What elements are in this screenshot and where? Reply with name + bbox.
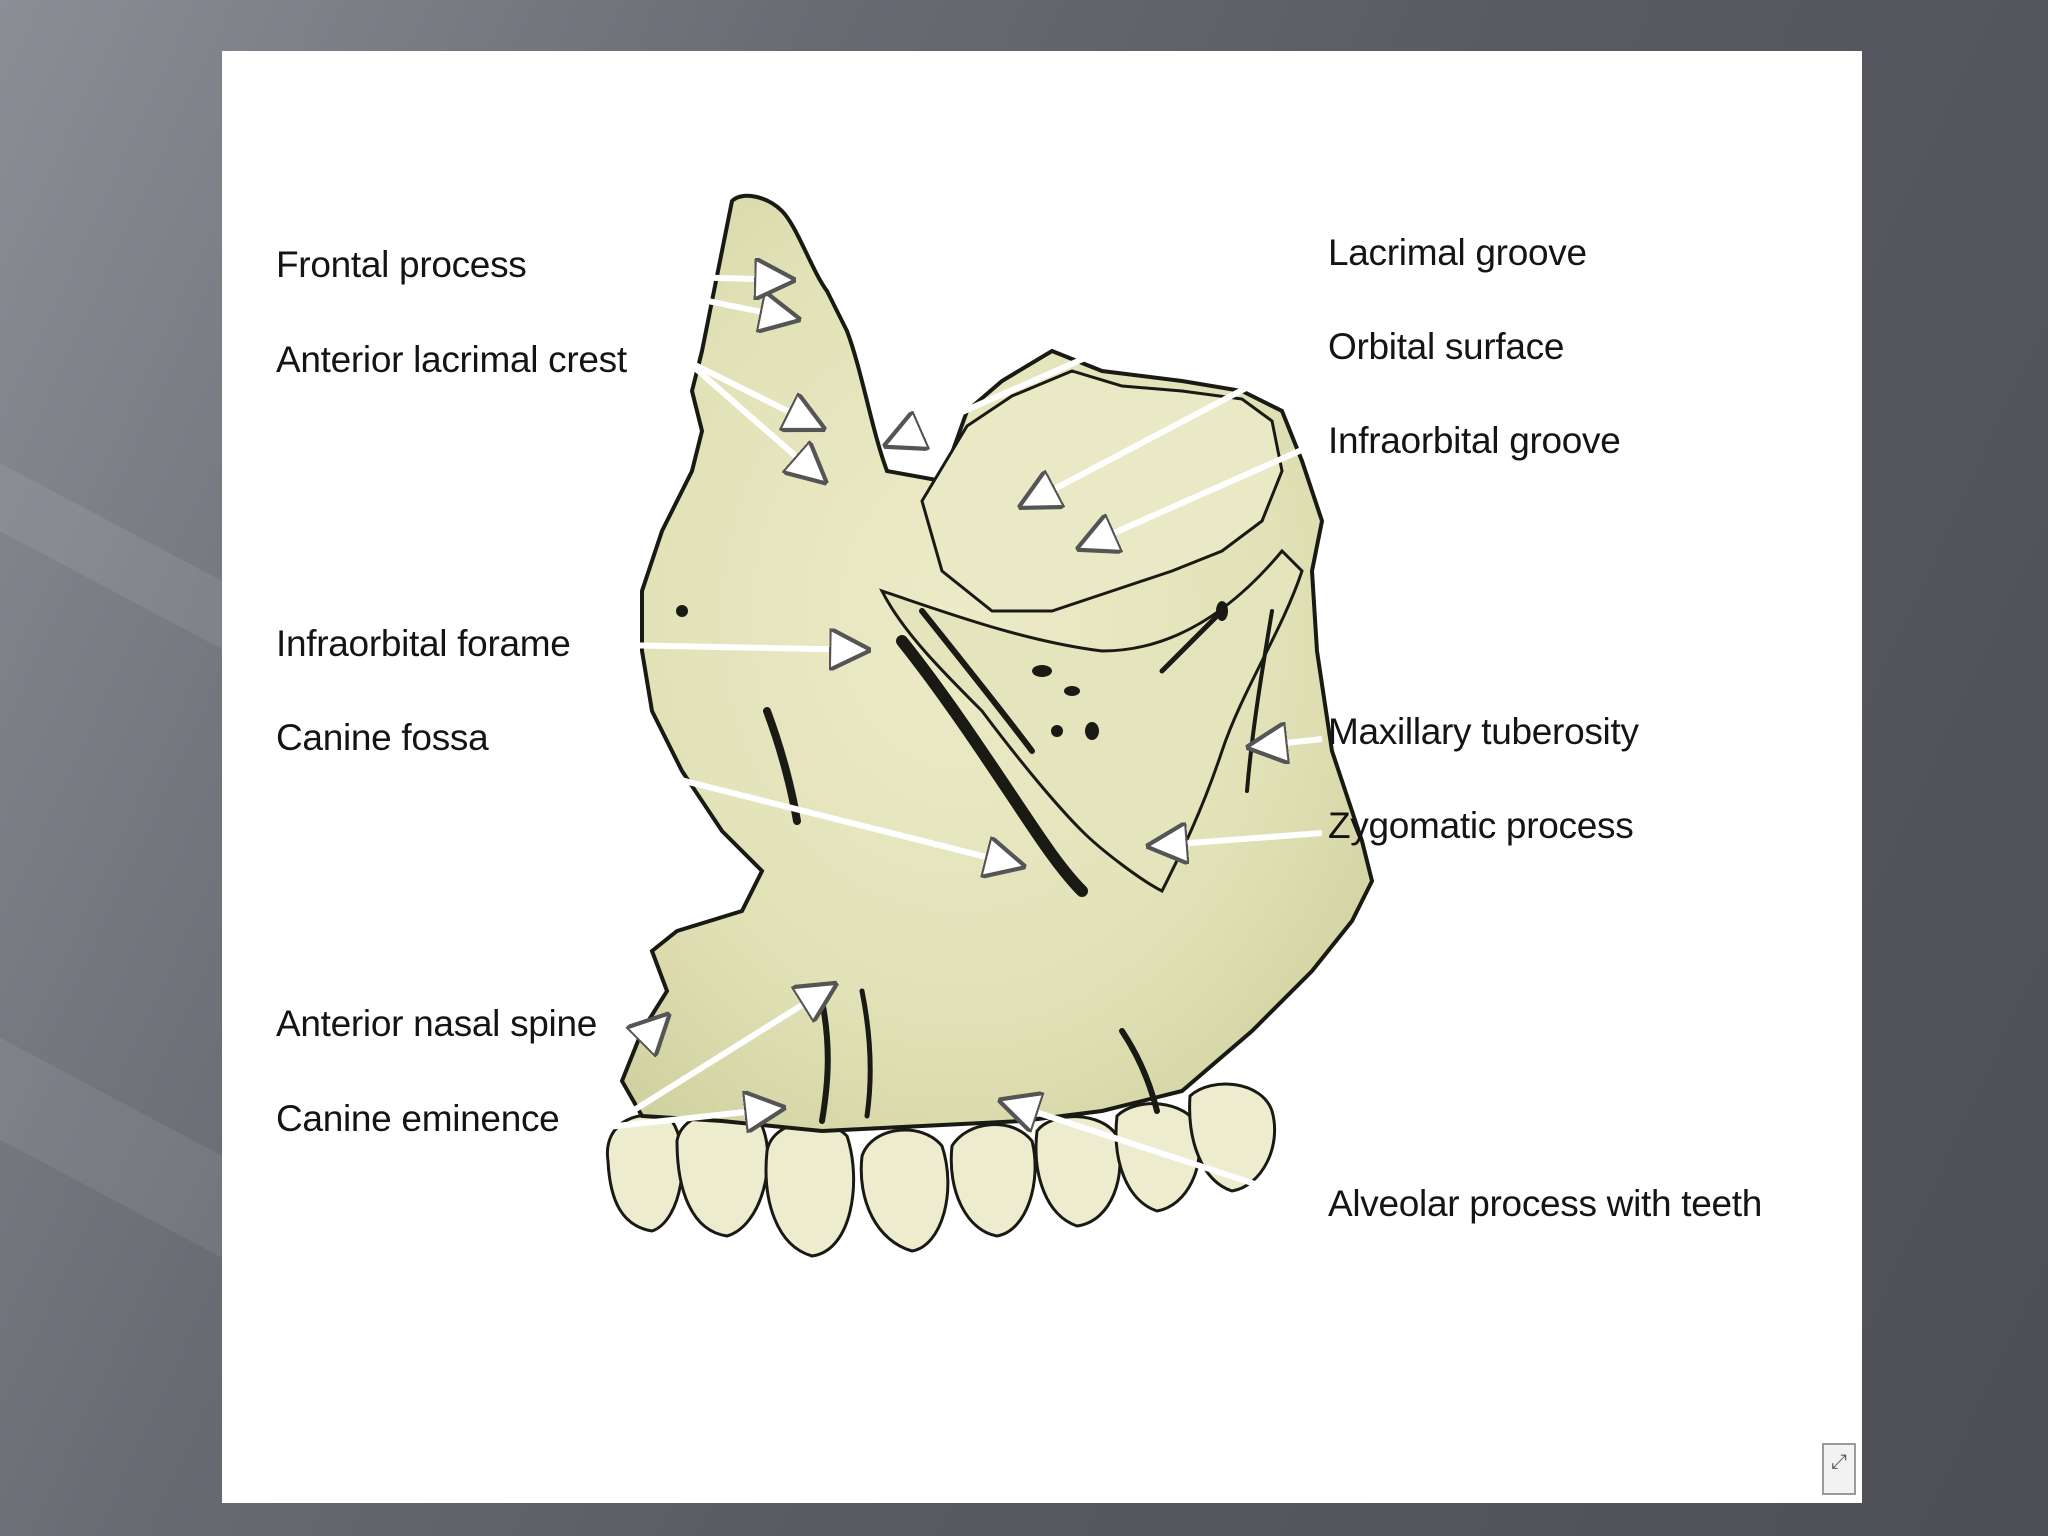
label-anterior-lacrimal-crest: Anterior lacrimal crest — [276, 339, 627, 380]
label-frontal-process: Frontal process — [276, 244, 527, 285]
maxilla-illustration — [521, 193, 1375, 1258]
label-orbital-surface: Orbital surface — [1328, 326, 1565, 367]
label-alveolar-process: Alveolar process with teeth — [1328, 1183, 1763, 1224]
tooth — [1114, 1102, 1202, 1213]
arrow-alveolar-process — [1002, 1101, 1323, 1209]
arrow-canine-eminence — [605, 985, 834, 1130]
arrow-infraorbital-groove — [1080, 438, 1324, 548]
label-canine-eminence: Canine eminence — [276, 1098, 560, 1139]
label-infraorbital-foramen: Infraorbital forame — [276, 623, 571, 664]
tooth — [675, 1110, 770, 1238]
label-zygomatic-process: Zygomatic process — [1328, 805, 1634, 846]
label-infraorbital-groove: Infraorbital groove — [1328, 420, 1621, 461]
expand-icon[interactable]: ⤢ — [1822, 1443, 1856, 1495]
foramen-marks — [676, 601, 1228, 740]
tooth — [1034, 1115, 1122, 1228]
arrow-zygomatic-process — [1150, 833, 1323, 846]
label-canine-fossa: Canine fossa — [276, 717, 489, 758]
arrow-anterior-nasal-spine — [645, 1016, 667, 1038]
tooth — [1188, 1082, 1277, 1193]
arrow-maxillary-tuberosity — [1250, 739, 1323, 747]
label-maxillary-tuberosity: Maxillary tuberosity — [1328, 711, 1639, 752]
tooth — [764, 1120, 856, 1258]
arrow-canine-eminence-2 — [606, 1108, 782, 1127]
arrow-lacrimal-groove — [887, 251, 1324, 445]
label-anterior-nasal-spine: Anterior nasal spine — [276, 1003, 598, 1044]
pointer-arrows — [521, 251, 1324, 1209]
arrow-anterior-lacrimal-crest — [685, 358, 824, 481]
teeth — [605, 1082, 1277, 1258]
arrow-orbital-surface — [1022, 345, 1324, 506]
tooth — [859, 1128, 950, 1253]
arrow-infraorbital-foramen — [616, 645, 867, 650]
label-lacrimal-groove: Lacrimal groove — [1328, 232, 1587, 273]
arrow-frontal-process-2 — [573, 274, 792, 280]
tooth — [949, 1123, 1037, 1238]
orbital-surface-plate — [920, 369, 1284, 613]
arrow-canine-fossa — [521, 737, 1022, 866]
arrow-anterior-lacrimal-crest-2 — [685, 358, 822, 428]
arrow-frontal-process — [573, 271, 797, 319]
slide-panel: Frontal process Anterior lacrimal crest … — [222, 51, 1862, 1503]
tooth — [605, 1113, 684, 1233]
